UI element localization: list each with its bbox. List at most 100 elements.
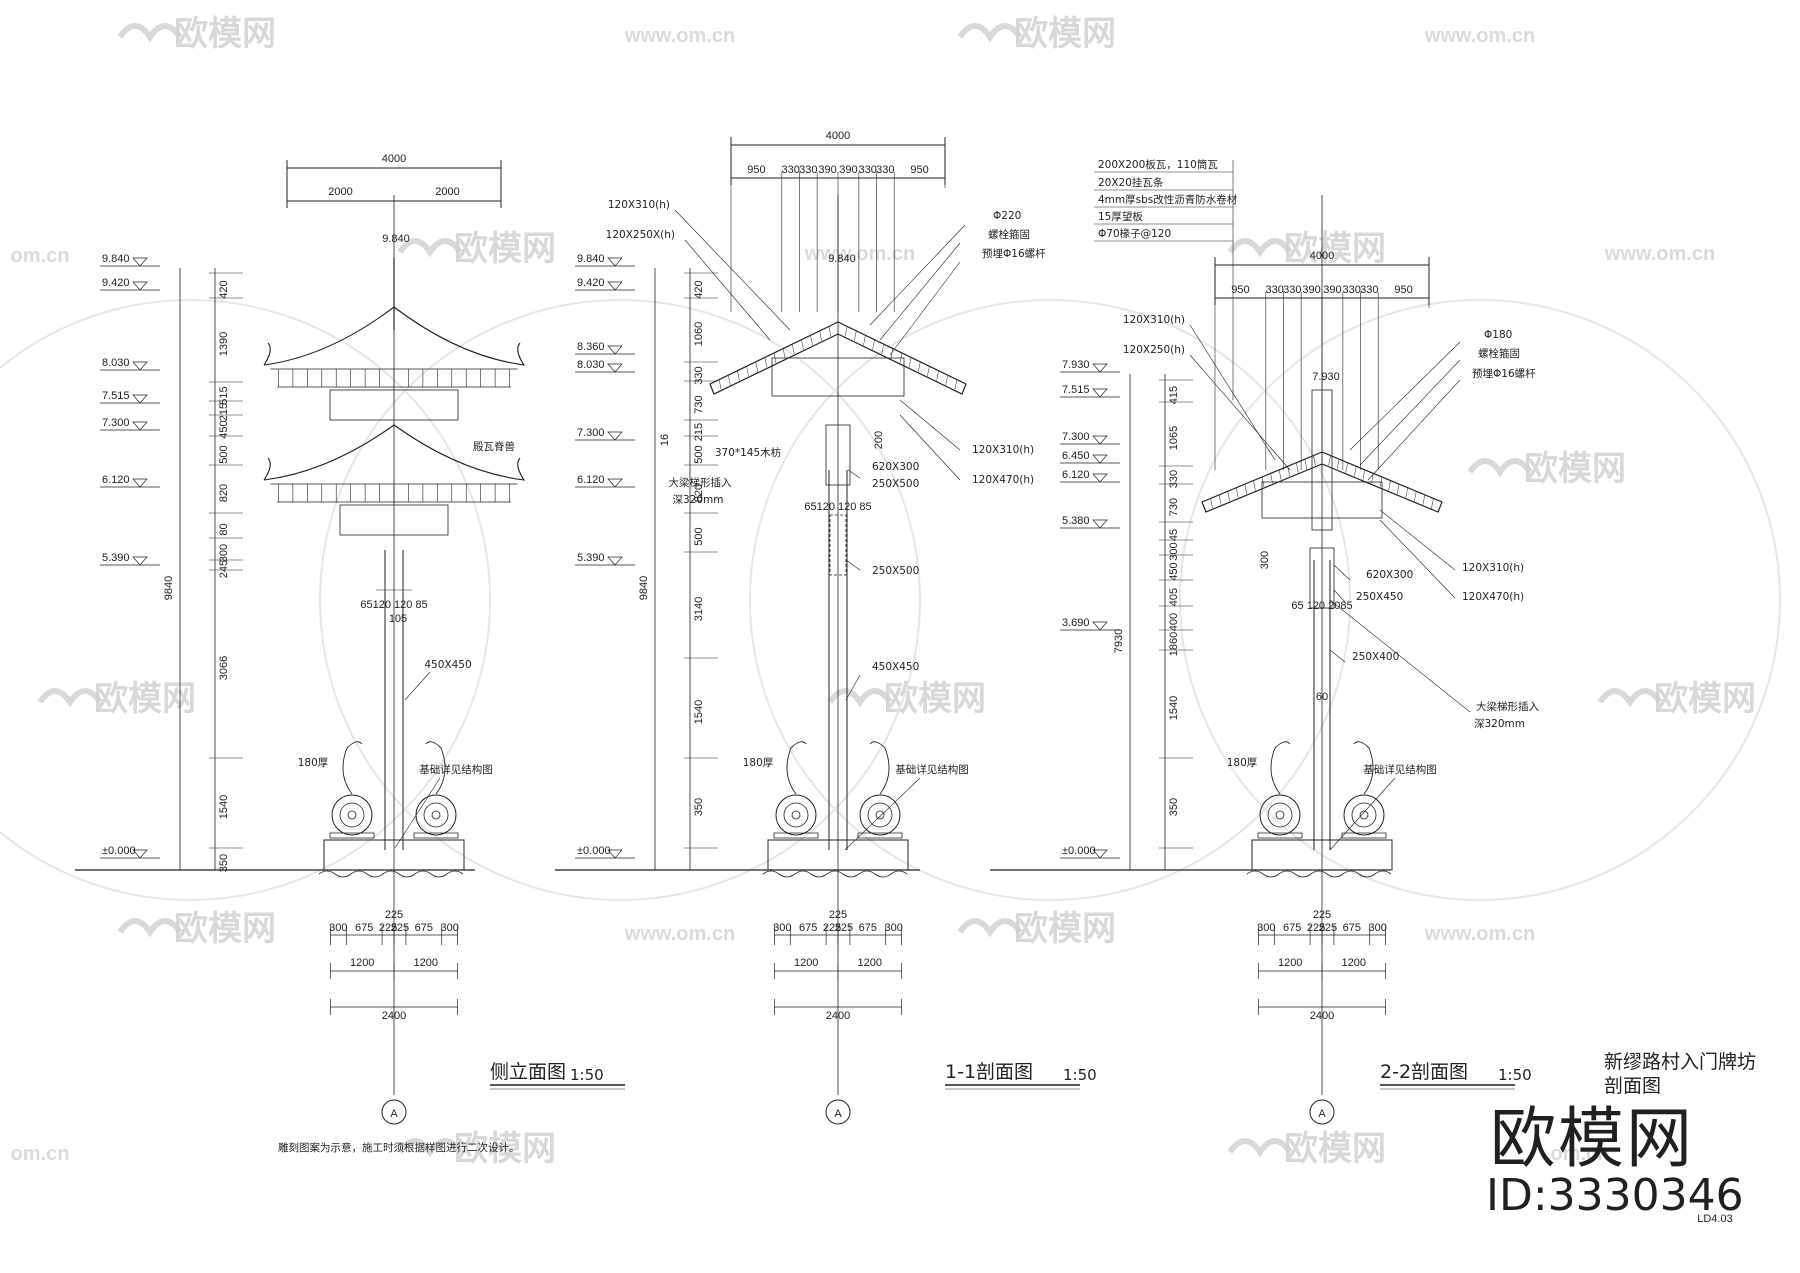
s2-top-part-3: 390 — [1302, 284, 1320, 296]
s2-roof-tile-l-3 — [1296, 462, 1299, 473]
s1-roof-tile-l-5 — [792, 344, 795, 355]
s1-roof-tile-r-1 — [844, 326, 848, 337]
s2-layer-0: 200X200板瓦，110筒瓦 — [1098, 158, 1218, 171]
watermark-brand-9: 欧模网 — [454, 1129, 556, 1169]
elev-scale: 1:50 — [570, 1066, 604, 1084]
s1-half-dim-l: 1200 — [794, 957, 818, 969]
s1-elev-label-2: 8.360 — [577, 341, 605, 353]
s2-vdim-0: 415 — [1168, 386, 1180, 404]
watermark-arc-2 — [749, 299, 1351, 901]
elev-elev-label-3: 7.515 — [102, 390, 130, 402]
watermark-arc-3 — [1179, 299, 1781, 901]
s2-vdim-4: 45 — [1168, 529, 1180, 541]
s2-label-15: 65 120 2085 — [1291, 600, 1352, 612]
s2-top-part-6: 330 — [1360, 284, 1378, 296]
watermark-logo-10 — [1227, 1138, 1293, 1158]
s1-label-14: 450X450 — [872, 661, 919, 673]
s1-scale: 1:50 — [1063, 1066, 1097, 1084]
s2-roof-tile-l-5 — [1278, 469, 1282, 480]
s2-elev-label-4: 6.120 — [1062, 469, 1090, 481]
elev-label-col-small: 65120 120 85 — [360, 599, 427, 611]
s1-roof-tile-r-9 — [918, 361, 921, 372]
s1-leader-0 — [674, 209, 791, 331]
s2-vdim-7: 405 — [1168, 588, 1180, 606]
elev-drum-seat-0 — [329, 832, 375, 839]
s1-roof-tile-r-10 — [927, 366, 930, 377]
s2-vdim-8: 400 — [1168, 613, 1180, 631]
s2-roof-tile-l-10 — [1236, 487, 1239, 498]
elev-vdim-7: 80 — [218, 523, 230, 535]
s2-leader-3 — [1359, 359, 1461, 466]
elev-vdim-12: 350 — [218, 854, 230, 872]
s2-roof-tile-l-13 — [1210, 498, 1213, 509]
elev-bottom-dim-1: 675 — [355, 922, 373, 934]
watermark-logo-9 — [397, 1138, 463, 1158]
s1-post-block — [825, 424, 851, 486]
s2-roof-tile-r-9 — [1396, 484, 1400, 495]
s1-bottom-dim-1: 675 — [799, 922, 817, 934]
elev-elev-marker-6 — [132, 556, 148, 566]
elev-stone-swirl — [342, 741, 446, 795]
s1-axis-bubble — [825, 1099, 851, 1125]
elev-bottom-dim-4: 675 — [415, 922, 433, 934]
s1-vdim-9: 1540 — [693, 700, 705, 724]
s1-elev-label-0: 9.840 — [577, 253, 605, 265]
s2-bottom-mid: 225 — [1313, 909, 1331, 921]
s1-elev-marker-0 — [607, 257, 623, 267]
s1-label-7: 大梁梯形插入 — [669, 476, 732, 489]
s2-bottom-dim-3: 225 — [1319, 922, 1337, 934]
watermark-logo-6 — [1467, 458, 1533, 478]
s1-elev-label-5: 6.120 — [577, 474, 605, 486]
elev-drum-stone-0 — [331, 794, 373, 836]
s2-roof-tile-l-11 — [1227, 491, 1230, 502]
elev-elev-marker-1 — [132, 281, 148, 291]
elev-vdim-total-label: 9840 — [163, 576, 175, 600]
s1-roof-tile-l-4 — [801, 339, 804, 350]
elev-half-dim-r: 1200 — [414, 957, 438, 969]
s2-drum-seat-0 — [1257, 832, 1303, 839]
s1-top-part-3: 390 — [818, 164, 836, 176]
s2-vdim-total-label: 7930 — [1113, 629, 1125, 653]
elev-vdim-2: 515 — [218, 386, 230, 404]
elev-bottom-dim-0: 300 — [329, 922, 347, 934]
s2-half-dim-l: 1200 — [1278, 957, 1302, 969]
s2-drum-core-1 — [1359, 810, 1369, 820]
elev-label-col-small2: 105 — [389, 613, 407, 625]
s1-vdim-7: 500 — [693, 527, 705, 545]
s2-base-total: 2400 — [1310, 1010, 1334, 1022]
s2-elev-label-2: 7.300 — [1062, 431, 1090, 443]
s1-roof-tile-r-3 — [863, 335, 866, 346]
watermark-brand-2: 欧模网 — [454, 229, 556, 269]
s2-label-9: 120X310(h) — [1462, 562, 1524, 574]
elev-bracket-lower — [339, 504, 449, 536]
s2-leader-5 — [1379, 509, 1456, 571]
watermark-url-3: www.om.cn — [624, 923, 735, 945]
elev-peak-label: 9.840 — [382, 233, 410, 245]
watermark-brand-5: 欧模网 — [884, 679, 986, 719]
s2-label-13: 180厚 — [1227, 757, 1258, 769]
s2-leader-0 — [1189, 324, 1276, 461]
s2-label-3: Φ180 — [1484, 329, 1512, 341]
s1-label-8: 深320mm — [673, 494, 724, 506]
elev-roof-upper — [263, 306, 526, 366]
elev-top-dim-right: 2000 — [435, 186, 459, 198]
s2-axis-label: A — [1318, 1108, 1326, 1120]
s2-roof-tile-r-10 — [1405, 487, 1408, 498]
elev-elev-marker-0 — [132, 257, 148, 267]
elev-elev-label-2: 8.030 — [102, 357, 130, 369]
s1-bottom-dim-5: 300 — [884, 922, 902, 934]
s2-label-14: 基础详见结构图 — [1363, 763, 1437, 776]
s1-roof-tile-r-2 — [854, 330, 857, 341]
design-note: 雕刻图案为示意，施工时须根据样图进行二次设计。 — [278, 1142, 520, 1154]
s2-drum-inner-1 — [1351, 802, 1377, 828]
s2-leader-6 — [1379, 519, 1456, 599]
s2-title: 2-2剖面图 — [1380, 1061, 1468, 1083]
s1-elev-marker-5 — [607, 478, 623, 488]
watermark-url-5: www.om.cn — [1604, 243, 1715, 265]
s2-elev-marker-5 — [1092, 519, 1108, 529]
s1-roof-tile-l-1 — [828, 326, 832, 337]
s2-roof-tile-r-5 — [1362, 469, 1366, 480]
elev-roof-lower — [263, 424, 526, 481]
s1-top-part-4: 390 — [839, 164, 857, 176]
s2-elev-marker-6 — [1092, 621, 1108, 631]
